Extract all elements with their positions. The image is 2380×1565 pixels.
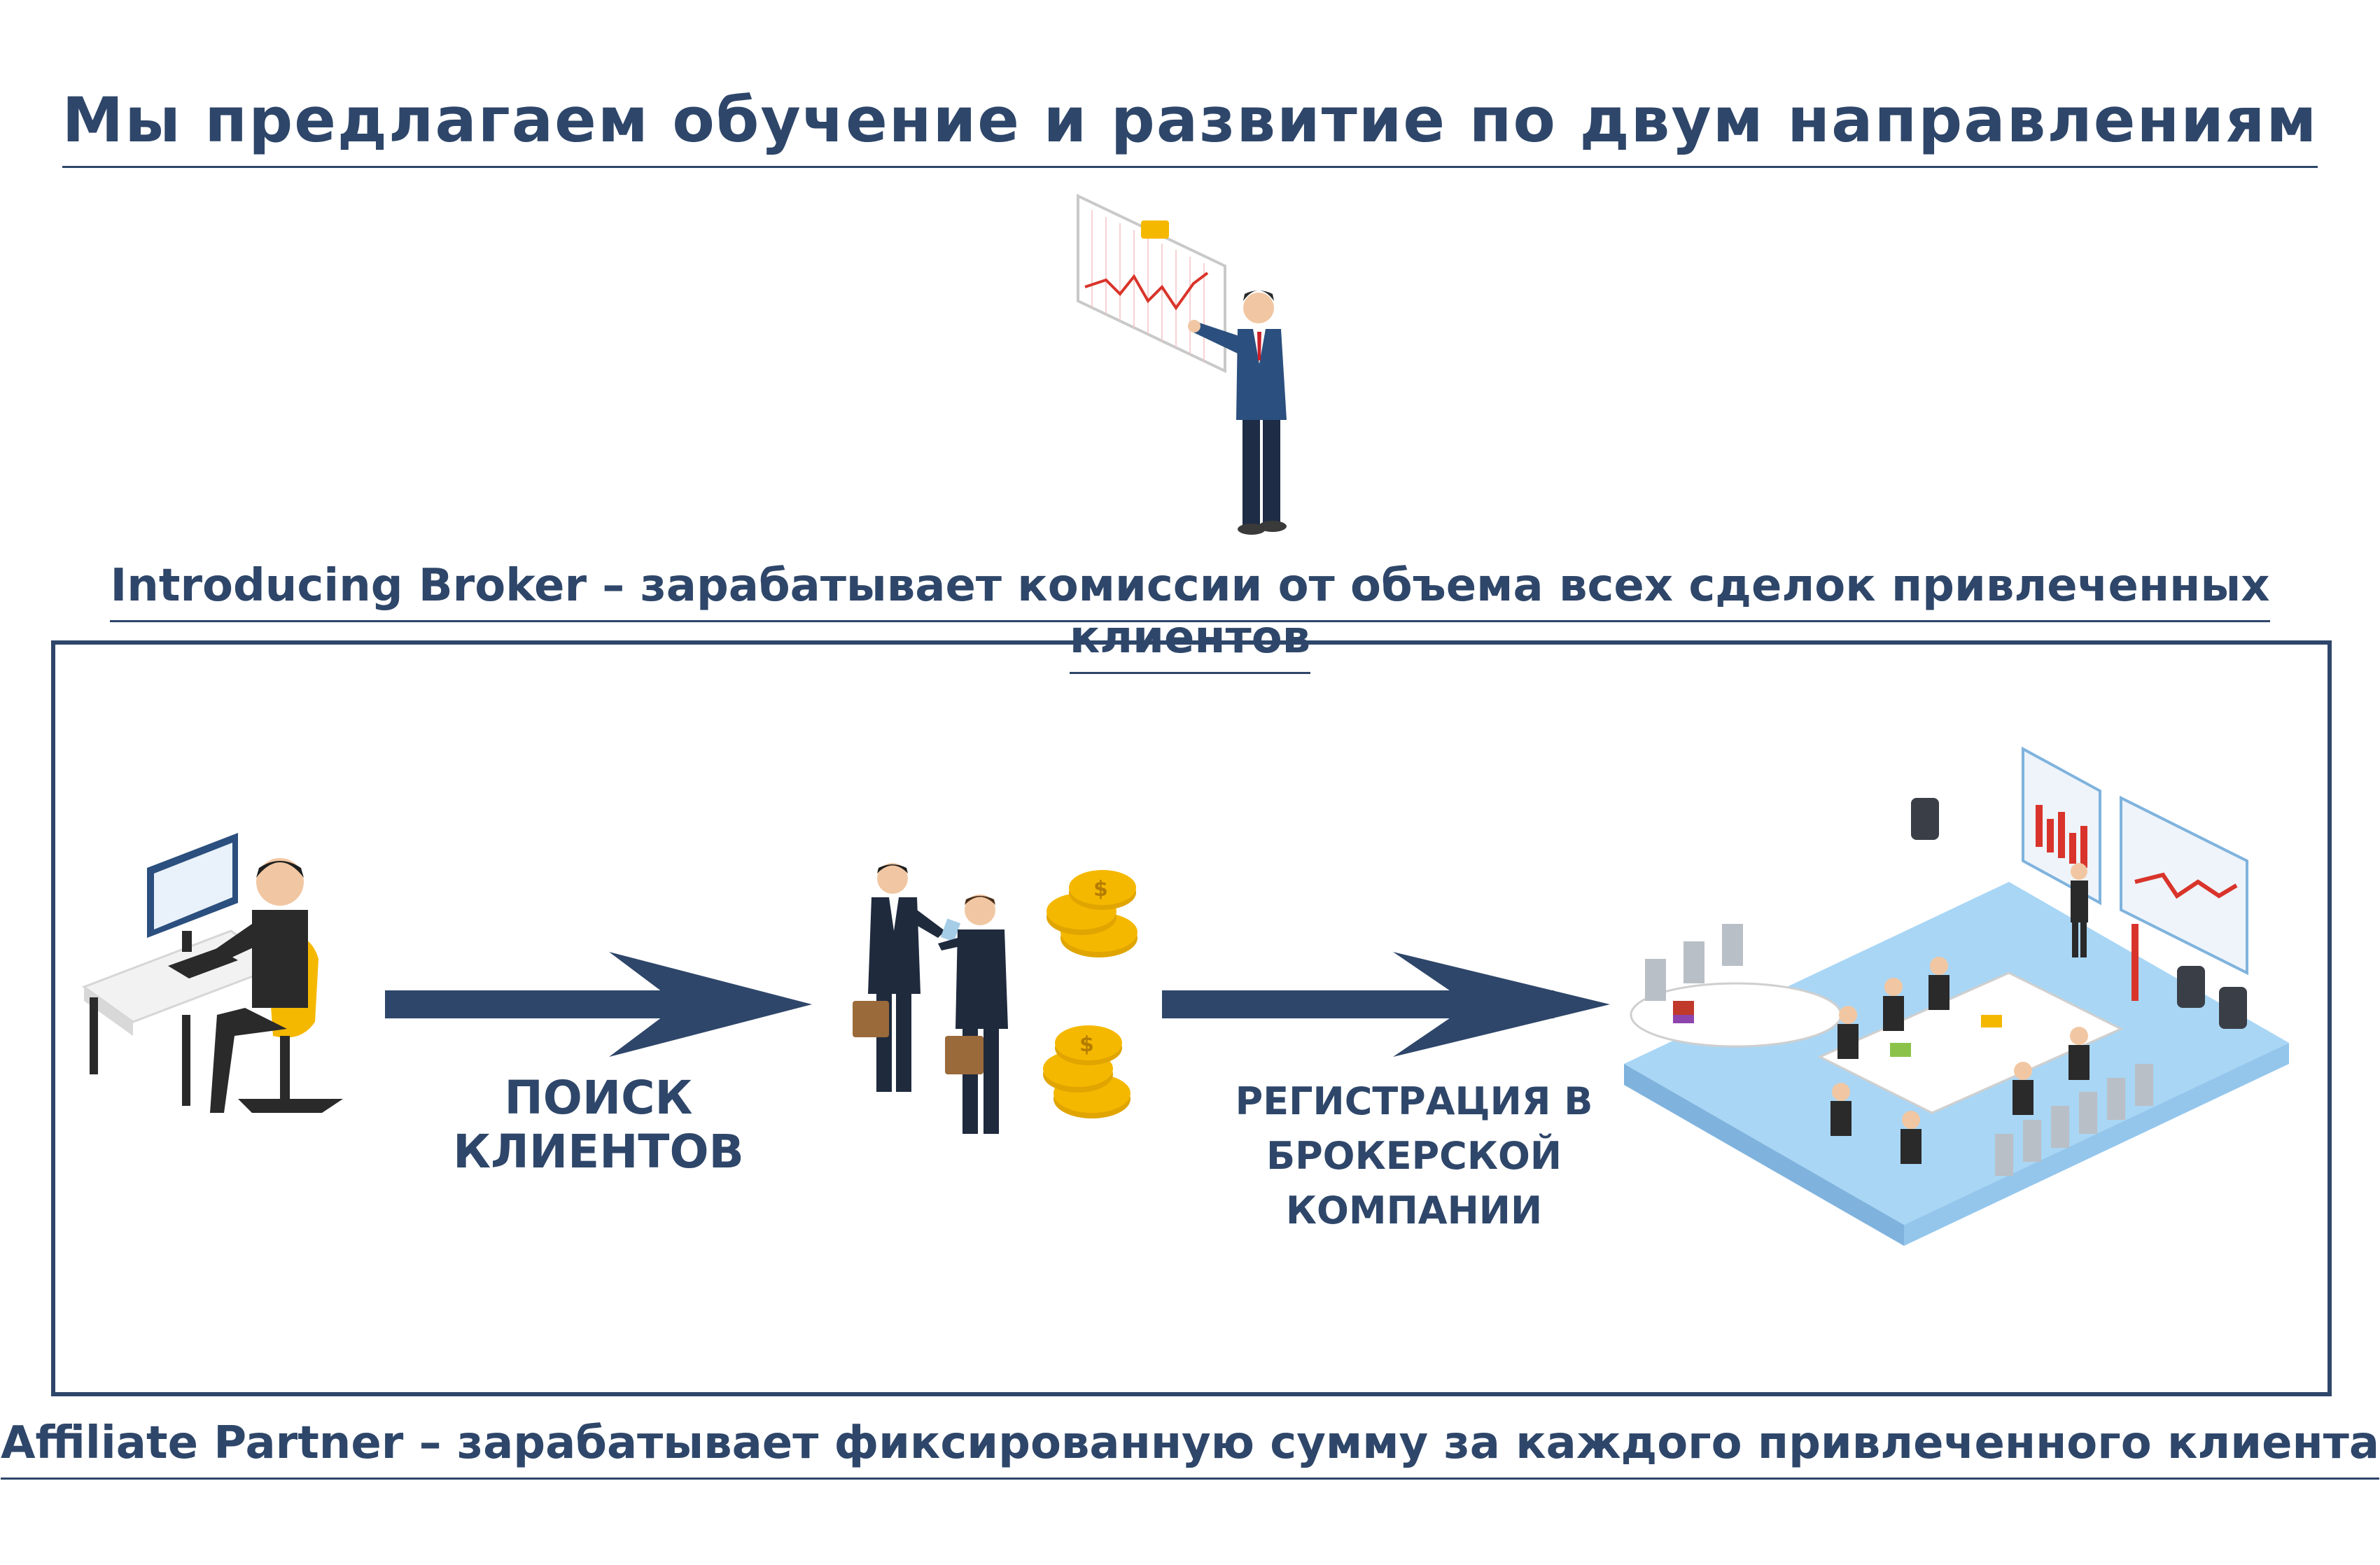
registration-label: РЕГИСТРАЦИЯ В БРОКЕРСКОЙ КОМПАНИИ — [1232, 1074, 1596, 1238]
arrow-right-icon — [1162, 952, 1610, 1057]
registration-label-line: КОМПАНИИ — [1285, 1188, 1543, 1233]
registration-label-line: БРОКЕРСКОЙ — [1266, 1134, 1562, 1178]
affiliate-partner-caption: Affiliate Partner – зарабатывает фиксиро… — [0, 1417, 2380, 1480]
coins-icon: $ $ — [1043, 870, 1138, 1118]
handshake-icon — [853, 863, 1008, 1134]
svg-text:$: $ — [1079, 1032, 1094, 1057]
introducing-broker-caption: Introducing Broker – зарабатывает комисс… — [0, 560, 2380, 674]
registration-label-line: РЕГИСТРАЦИЯ В — [1235, 1079, 1593, 1123]
svg-text:$: $ — [1093, 877, 1108, 901]
search-clients-label: ПОИСК КЛИЕНТОВ — [453, 1071, 744, 1179]
computer-worker-icon — [81, 833, 343, 1113]
process-frame — [51, 640, 2332, 1396]
meeting-room-icon — [1624, 746, 2289, 1246]
arrow-right-icon — [385, 952, 812, 1057]
page-title: Мы предлагаем обучение и развитие по дву… — [0, 84, 2380, 168]
presenter-icon — [1077, 193, 1287, 535]
